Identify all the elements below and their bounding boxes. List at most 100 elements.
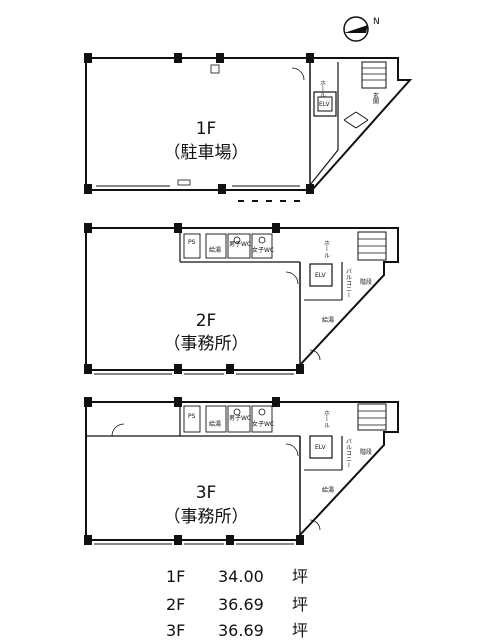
floor-3f-door-swing [309, 519, 321, 531]
floor-1f-small-box [210, 64, 220, 74]
floor-plan-1f: ELV ホール 玄関 1F （駐車場） [84, 53, 413, 202]
floor-3f-wc-female [251, 405, 273, 433]
floor-1f-elv-label: ELV [319, 101, 330, 108]
floor-2f-elv-label: ELV [315, 272, 326, 279]
floor-1f-entrance-label: 玄関 [372, 91, 379, 105]
floor-2f-kyutou-label: 給湯 [209, 246, 221, 254]
floor-1f-door-swing [291, 67, 305, 81]
floor-1f-elevator-box [313, 91, 337, 117]
floor-plan-3f: PS 給湯 男子WC 女子WC ELV ホール バルコニー 階段 給湯 3F [84, 397, 399, 545]
wheel-stop [294, 200, 300, 202]
floor-3f-column [174, 397, 182, 407]
compass-circle [343, 16, 369, 42]
wheel-stop [266, 200, 272, 202]
floor-2f-kyutou2-label: 給湯 [322, 316, 334, 324]
floor-1f-column [84, 53, 92, 63]
floor-2f-column [174, 364, 182, 374]
wheel-stop [252, 200, 258, 202]
floor-3f-kyutou [205, 405, 227, 433]
floor-2f-stairs-label: 階段 [360, 278, 372, 286]
floor-2f-column [84, 223, 92, 233]
floor-2f-column [174, 223, 182, 233]
area-floor: 2F [166, 595, 185, 614]
floor-2f-column [226, 364, 234, 374]
floor-3f-kyutou2-label: 給湯 [322, 486, 334, 494]
floor-2f-wc-female [251, 233, 273, 259]
floor-2f-door-swing [309, 349, 321, 361]
floor-2f-use: （事務所） [164, 334, 249, 354]
floor-1f-column [306, 53, 314, 63]
floor-3f-elevator-box [309, 435, 333, 459]
floor-3f-kyutou-label: 給湯 [209, 420, 221, 428]
floor-3f-door-swing [285, 443, 299, 457]
floor-2f-wc-male [227, 233, 251, 259]
floor-1f-column [174, 53, 182, 63]
floor-3f-toilet [258, 408, 266, 416]
floor-3f-stairs-label: 階段 [360, 448, 372, 456]
floor-1f-meter-box [177, 179, 191, 186]
area-value: 36.69 [218, 595, 264, 614]
area-floor: 3F [166, 621, 185, 640]
floor-3f-ps [183, 405, 201, 433]
floor-3f-column [226, 535, 234, 545]
floor-2f-column [296, 364, 304, 374]
floor-plan-2f: PS 給湯 男子WC 女子WC ELV ホール バルコニー 階段 給湯 2F [84, 223, 399, 375]
floor-3f-hall-label: ホール [323, 410, 330, 428]
floor-2f-wc-f-label: 女子WC [252, 246, 274, 254]
floor-3f-ps-label: PS [188, 413, 196, 420]
wheel-stop [280, 200, 286, 202]
area-floor: 1F [166, 567, 185, 586]
floor-3f-toilet [233, 408, 241, 416]
floor-2f-ps-label: PS [188, 239, 196, 246]
area-value: 36.69 [218, 621, 264, 640]
floor-1f-column [218, 184, 226, 194]
floor-3f-wc-male [227, 405, 251, 433]
floor-1f-column [216, 53, 224, 63]
floor-2f-outline [85, 227, 399, 371]
area-row-1f: 1F 34.00 坪 [166, 567, 308, 586]
area-unit: 坪 [292, 595, 308, 614]
floor-2f-hall-label: ホール [323, 240, 330, 258]
floor-2f-door-swing [285, 271, 299, 285]
floor-1f-column [84, 184, 92, 194]
floor-2f-column [272, 223, 280, 233]
floor-1f-wall [309, 149, 339, 186]
floor-3f-outline [85, 401, 399, 541]
area-table: 1F 34.00 坪 2F 36.69 坪 3F 36.69 坪 [166, 567, 308, 640]
floor-3f-balcony-label: バルコニー [345, 438, 352, 468]
area-value: 34.00 [218, 567, 264, 586]
floor-2f-elevator-box [309, 263, 333, 287]
compass-label: N [373, 17, 380, 27]
floor-2f-toilet [233, 236, 241, 244]
floor-1f-name: 1F [196, 119, 217, 139]
floor-1f-elevator-car [317, 96, 333, 112]
area-row-3f: 3F 36.69 坪 [166, 621, 308, 640]
north-compass: N [343, 16, 380, 42]
floor-2f-column [84, 364, 92, 374]
area-unit: 坪 [292, 621, 308, 640]
floor-1f-column [306, 184, 314, 194]
floor-1f-stairs [361, 61, 387, 89]
floor-3f-column [174, 535, 182, 545]
floor-3f-column [84, 397, 92, 407]
floor-3f-elv-label: ELV [315, 444, 326, 451]
floor-3f-wc-m-label: 男子WC [229, 415, 251, 422]
wheel-stop [238, 200, 244, 202]
floor-3f-use: （事務所） [164, 507, 249, 527]
floor-3f-door-swing [111, 423, 125, 437]
floor-2f-kyutou [205, 233, 227, 259]
floor-3f-column [272, 397, 280, 407]
compass-needle [344, 25, 368, 33]
floor-3f-name: 3F [196, 483, 217, 503]
floor-2f-name: 2F [196, 311, 217, 331]
floor-1f-wheel-stops [238, 200, 300, 202]
floor-2f-toilet [258, 236, 266, 244]
area-row-2f: 2F 36.69 坪 [166, 595, 308, 614]
floor-3f-column [296, 535, 304, 545]
floor-2f-balcony-label: バルコニー [345, 268, 352, 298]
floor-3f-stairs-top [357, 403, 387, 431]
floor-3f-wc-f-label: 女子WC [252, 420, 274, 428]
floor-2f-wc-m-label: 男子WC [229, 241, 251, 248]
floor-1f-use: （駐車場） [164, 143, 249, 163]
